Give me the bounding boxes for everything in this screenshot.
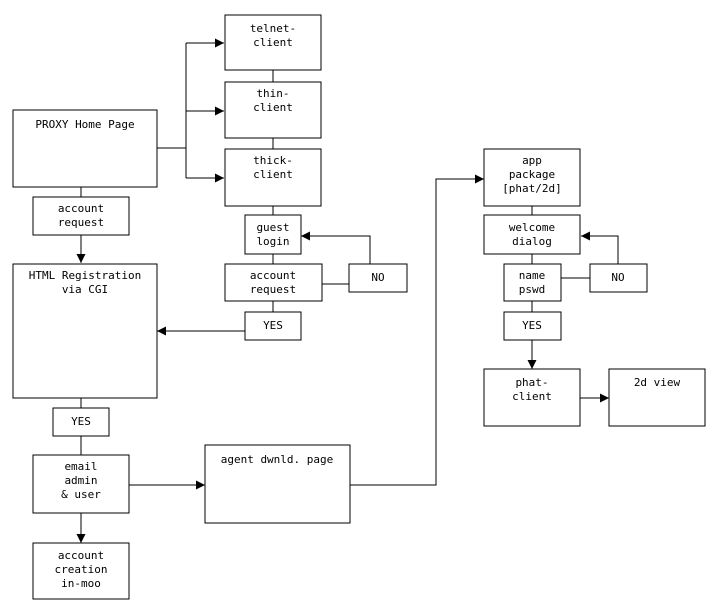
node-label-line: 2d view xyxy=(634,376,681,389)
node-label-line: email xyxy=(64,460,97,473)
node-label: YES xyxy=(71,415,91,428)
node-label-line: request xyxy=(250,283,296,296)
node-label: agent dwnld. page xyxy=(221,453,334,466)
node-phat-client: phat-client xyxy=(483,368,581,427)
node-label-line: name xyxy=(519,269,546,282)
connectors xyxy=(76,38,619,543)
node-label-line: admin xyxy=(64,474,97,487)
node-label: telnet-client xyxy=(250,22,296,49)
node-label-line: client xyxy=(253,101,293,114)
node-yes-left: YES xyxy=(52,407,110,437)
node-label-line: agent dwnld. page xyxy=(221,453,334,466)
node-label-line: guest xyxy=(256,221,289,234)
node-label: thick-client xyxy=(253,154,293,181)
node-label-line: YES xyxy=(263,319,283,332)
node-label-line: account xyxy=(250,269,296,282)
node-label-line: NO xyxy=(371,271,384,284)
node-label-line: client xyxy=(253,36,293,49)
node-label-line: [phat/2d] xyxy=(502,182,562,195)
node-label-line: NO xyxy=(611,271,624,284)
node-label-line: creation xyxy=(55,563,108,576)
node-label-line: & user xyxy=(61,488,101,501)
node-label-line: telnet- xyxy=(250,22,296,35)
node-thin-client: thin-client xyxy=(224,81,322,139)
arrow-agent-to-app-package xyxy=(350,174,484,486)
node-label-line: HTML Registration xyxy=(29,269,142,282)
node-label-line: account xyxy=(58,549,104,562)
node-label-line: client xyxy=(253,168,293,181)
arrow-no-to-welcome xyxy=(581,231,619,264)
node-label: 2d view xyxy=(634,376,681,389)
node-yes-right: YES xyxy=(503,311,562,341)
node-2d-view: 2d view xyxy=(608,368,706,427)
boxes: PROXY Home Page telnet-client thin-clien… xyxy=(12,14,706,600)
node-label-line: pswd xyxy=(519,283,546,296)
node-label: NO xyxy=(371,271,384,284)
node-label: YES xyxy=(522,319,542,332)
node-label-line: app xyxy=(522,154,542,167)
node-label: phat-client xyxy=(512,376,552,403)
node-thick-client: thick-client xyxy=(224,148,322,207)
node-label-line: login xyxy=(256,235,289,248)
node-label-line: thick- xyxy=(253,154,293,167)
node-label-line: account xyxy=(58,202,104,215)
node-label: thin-client xyxy=(253,87,293,114)
node-telnet-client: telnet-client xyxy=(224,14,322,71)
node-no-left: NO xyxy=(348,263,408,293)
node-no-right: NO xyxy=(589,263,648,293)
node-label-line: thin- xyxy=(256,87,289,100)
node-label-line: via CGI xyxy=(62,283,108,296)
node-label-line: dialog xyxy=(512,235,552,248)
node-yes-mid: YES xyxy=(244,311,302,341)
node-agent-download-page: agent dwnld. page xyxy=(204,444,351,524)
node-label: YES xyxy=(263,319,283,332)
node-label-line: client xyxy=(512,390,552,403)
node-label: PROXY Home Page xyxy=(35,118,134,131)
node-label-line: request xyxy=(58,216,104,229)
node-label-line: phat- xyxy=(515,376,548,389)
node-proxy-home-page: PROXY Home Page xyxy=(12,109,158,188)
node-label-line: PROXY Home Page xyxy=(35,118,134,131)
node-label-line: YES xyxy=(522,319,542,332)
node-label-line: YES xyxy=(71,415,91,428)
node-label-line: in-moo xyxy=(61,577,101,590)
arrow-no-to-guest-login xyxy=(301,231,371,264)
node-label-line: welcome xyxy=(509,221,555,234)
node-label: NO xyxy=(611,271,624,284)
node-label-line: package xyxy=(509,168,555,181)
